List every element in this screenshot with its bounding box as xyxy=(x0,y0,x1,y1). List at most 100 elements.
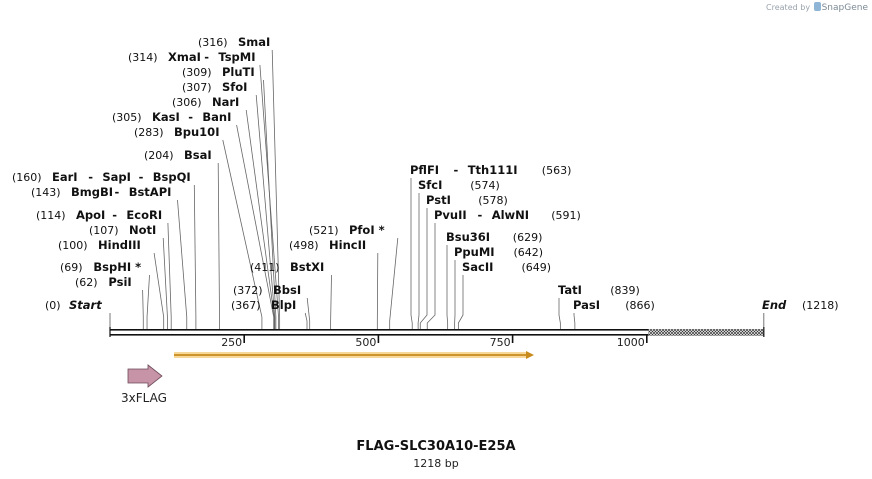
site-tati[interactable]: TatI(839) xyxy=(558,283,640,297)
site-connector xyxy=(236,124,275,329)
site-pflfi[interactable]: PflFI-Tth111I(563) xyxy=(410,163,571,177)
enzyme-name: BspQI xyxy=(153,170,191,184)
enzyme-name: PstI xyxy=(426,193,451,207)
enzyme-name: PfoI * xyxy=(349,223,385,237)
site-connector xyxy=(330,274,332,329)
site-connector xyxy=(573,313,576,329)
site-connector xyxy=(389,237,399,329)
site-pvuii[interactable]: PvuII-AlwNI(591) xyxy=(434,208,581,222)
map-title: FLAG-SLC30A10-E25A xyxy=(356,439,516,454)
site-bsphi[interactable]: (69)BspHI * xyxy=(60,260,141,274)
enzyme-name: SfcI xyxy=(418,178,442,192)
enzyme-name: PvuII xyxy=(434,208,467,222)
enzyme-name: SacII xyxy=(462,260,493,274)
name-separator: - xyxy=(204,50,209,64)
site-connector xyxy=(457,275,464,329)
end-label: End xyxy=(762,298,787,312)
site-connector xyxy=(306,297,311,329)
site-noti[interactable]: (107)NotI xyxy=(89,223,156,237)
site-connector xyxy=(146,274,150,329)
site-sfoi[interactable]: (307) SfoI xyxy=(182,80,247,94)
enzyme-name: PpuMI xyxy=(454,245,495,259)
enzyme-name: EarI xyxy=(52,170,78,184)
start-label: Start xyxy=(69,298,102,312)
site-connector xyxy=(153,252,165,329)
enzyme-name: TspMI xyxy=(218,50,255,64)
enzyme-name: BmgBI xyxy=(71,185,113,199)
enzyme-name: BstAPI xyxy=(129,185,172,199)
enzyme-name: EcoRI xyxy=(126,208,162,222)
site-connector xyxy=(304,312,308,329)
feature-label: 3xFLAG xyxy=(121,391,167,405)
enzyme-name: SapI xyxy=(102,170,131,184)
enzyme-name: SfoI xyxy=(222,80,247,94)
site-position: (204) xyxy=(144,149,174,162)
site-psii[interactable]: (62)PsiI xyxy=(75,275,132,289)
enzyme-name: KasI xyxy=(152,110,180,124)
site-xmai[interactable]: (314)XmaI-TspMI xyxy=(128,50,256,64)
site-connector xyxy=(271,49,281,329)
site-bsu36i[interactable]: Bsu36I (629) xyxy=(446,230,542,244)
site-position: (839) xyxy=(610,284,640,297)
backbone-top-strand xyxy=(110,329,764,331)
site-position: (309) xyxy=(182,66,212,79)
site-kasi[interactable]: (305)KasI-BanI xyxy=(112,110,231,124)
site-pfoi[interactable]: (521) PfoI * xyxy=(309,223,385,237)
site-connector xyxy=(259,64,279,329)
site-psti[interactable]: PstI(578) xyxy=(426,193,508,207)
site-connector xyxy=(255,94,276,329)
site-connector xyxy=(217,162,220,329)
map-subtitle: 1218 bp xyxy=(413,457,459,470)
enzyme-name: NarI xyxy=(212,95,239,109)
enzyme-name: SmaI xyxy=(238,35,270,49)
feature-3xflag-arrow[interactable] xyxy=(127,364,163,388)
site-eari[interactable]: (160)EarI-SapI-BspQI xyxy=(12,170,191,184)
name-separator: - xyxy=(188,110,193,124)
site-position: (367) xyxy=(231,299,261,312)
enzyme-name: BstXI xyxy=(290,260,324,274)
site-hindiii[interactable]: (100)HindIII xyxy=(58,238,141,252)
site-position: (316) xyxy=(198,36,228,49)
site-position: (100) xyxy=(58,239,88,252)
enzyme-name: BsaI xyxy=(184,148,212,162)
site-bsai[interactable]: (204) BsaI xyxy=(144,148,212,162)
site-apoi[interactable]: (114)ApoI-EcoRI xyxy=(36,208,162,222)
site-position: (283) xyxy=(134,126,164,139)
site-connector xyxy=(446,245,449,329)
site-connector xyxy=(558,298,561,329)
start-position: (0) xyxy=(45,299,61,312)
enzyme-name: PflFI xyxy=(410,163,439,177)
enzyme-name: Bsu36I xyxy=(446,230,490,244)
site-bmgbi[interactable]: (143)BmgBI-BstAPI xyxy=(31,185,171,199)
name-separator: - xyxy=(88,170,93,184)
site-connector xyxy=(177,199,188,329)
enzyme-name: NotI xyxy=(129,223,156,237)
site-position: (642) xyxy=(514,246,544,259)
site-position: (574) xyxy=(470,179,500,192)
site-connector xyxy=(410,178,413,329)
site-bpu10i[interactable]: (283)Bpu10I xyxy=(134,125,219,139)
site-bbsi[interactable]: (372)BbsI xyxy=(233,283,301,297)
site-position: (307) xyxy=(182,81,212,94)
site-nari[interactable]: (306)NarI xyxy=(172,95,239,109)
site-position: (629) xyxy=(513,231,543,244)
site-bstxi[interactable]: (411)BstXI xyxy=(250,260,324,274)
site-blpi[interactable]: (367) BlpI xyxy=(231,298,296,312)
site-position: (143) xyxy=(31,186,61,199)
site-position: (372) xyxy=(233,284,263,297)
site-pasi[interactable]: PasI(866) xyxy=(573,298,655,312)
site-sfci[interactable]: SfcI (574) xyxy=(418,178,500,192)
site-hincii[interactable]: (498)HincII xyxy=(289,238,366,252)
site-sacii[interactable]: SacII(649) xyxy=(462,260,551,274)
site-position: (591) xyxy=(551,209,581,222)
snapgene-credit: Created by SnapGene xyxy=(766,2,868,13)
site-pluti[interactable]: (309)PluTI xyxy=(182,65,255,79)
site-smai[interactable]: (316) SmaI xyxy=(198,35,270,49)
enzyme-name: BlpI xyxy=(271,298,296,312)
site-position: (521) xyxy=(309,224,339,237)
backbone-bottom-strand xyxy=(110,334,764,336)
ruler-tick-label: 250 xyxy=(221,336,242,349)
site-ppumi[interactable]: PpuMI (642) xyxy=(454,245,543,259)
name-separator: - xyxy=(478,208,483,222)
site-position: (160) xyxy=(12,171,42,184)
